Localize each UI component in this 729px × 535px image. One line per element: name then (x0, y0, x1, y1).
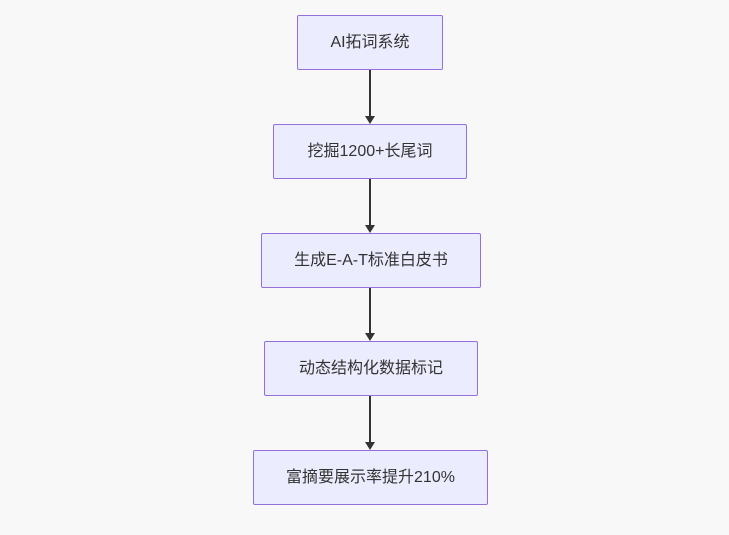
flowchart-node-ai-word-expansion-system: AI拓词系统 (297, 15, 443, 70)
arrow-down-icon (365, 333, 375, 341)
node-label: 挖掘1200+长尾词 (307, 142, 433, 160)
flowchart-edge-1 (364, 70, 376, 124)
flowchart-node-structured-data-markup: 动态结构化数据标记 (264, 341, 478, 396)
node-label: 富摘要展示率提升210% (286, 468, 455, 486)
node-label: AI拓词系统 (330, 33, 410, 51)
arrow-line (369, 288, 371, 334)
flowchart-node-rich-snippet-rate: 富摘要展示率提升210% (253, 450, 488, 505)
arrow-line (369, 396, 371, 443)
flowchart-edge-2 (364, 179, 376, 233)
arrow-down-icon (365, 116, 375, 124)
flowchart-node-eat-whitepaper: 生成E-A-T标准白皮书 (261, 233, 481, 288)
flowchart-node-longtail-keywords: 挖掘1200+长尾词 (273, 124, 467, 179)
flowchart-edge-4 (364, 396, 376, 450)
node-label: 动态结构化数据标记 (298, 359, 443, 377)
arrow-down-icon (365, 225, 375, 233)
arrow-line (369, 179, 371, 226)
arrow-line (369, 70, 371, 117)
node-label: 生成E-A-T标准白皮书 (294, 251, 448, 269)
flowchart-edge-3 (364, 288, 376, 341)
arrow-down-icon (365, 442, 375, 450)
